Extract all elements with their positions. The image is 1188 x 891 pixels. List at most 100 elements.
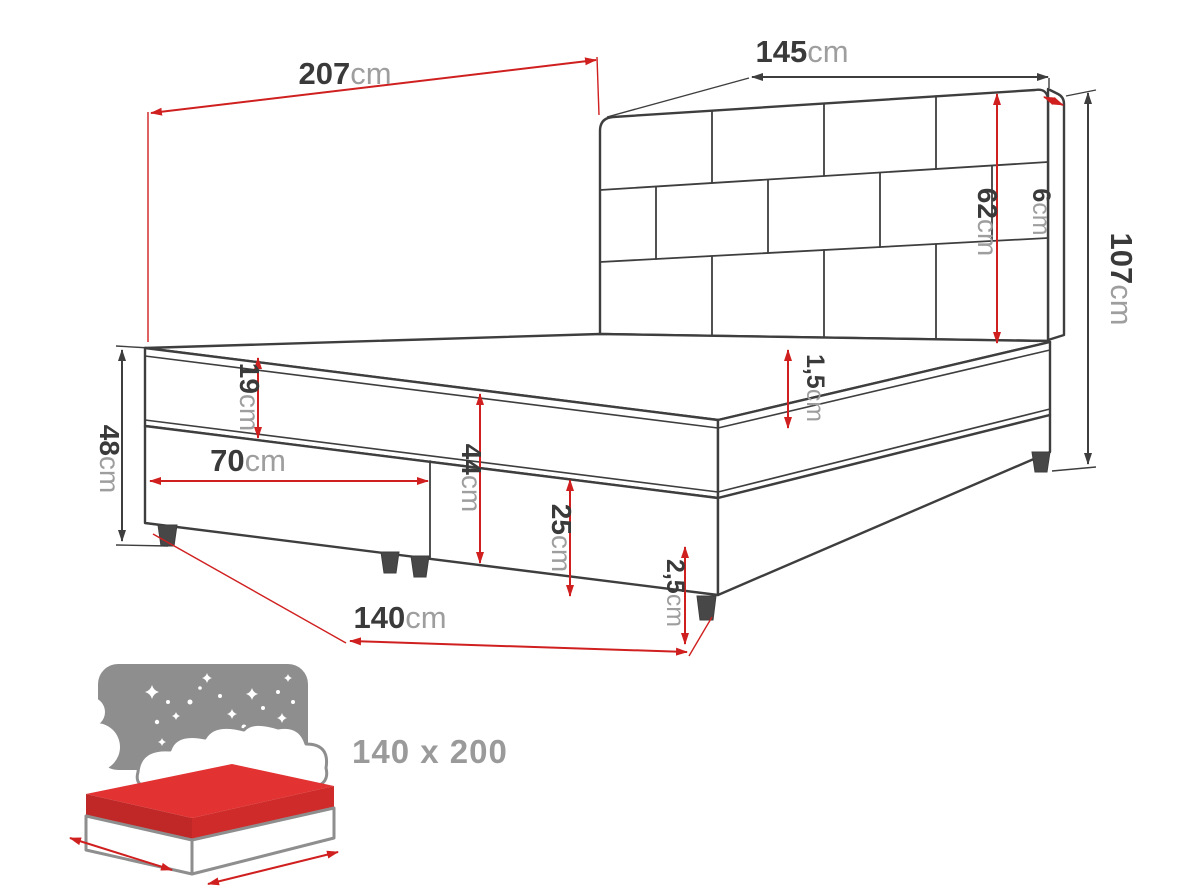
star-icon — [187, 699, 193, 705]
dim-207-line — [150, 57, 597, 116]
dim-unit: cm — [405, 600, 446, 635]
icon-mattress-top — [86, 764, 334, 818]
dim-140-extension — [152, 533, 347, 644]
dim-25-label: 25cm — [546, 504, 577, 572]
size-badge: 140 x 200 — [352, 733, 508, 770]
cloud-scallop — [72, 723, 120, 771]
star-icon — [261, 706, 265, 710]
dim-value: 62 — [972, 188, 1003, 219]
star-icon — [166, 700, 170, 704]
dim-48-label: 48cm — [94, 425, 125, 493]
dim-value: 140 — [353, 600, 405, 635]
dim-107-label: 107cm — [1104, 232, 1139, 325]
dim-unit: cm — [1027, 202, 1055, 235]
mattress-piping — [717, 349, 1051, 429]
star-icon — [246, 688, 258, 700]
star-icon — [158, 738, 166, 746]
star-icon — [276, 690, 280, 694]
cloud-scallop — [75, 697, 105, 727]
dim-70-label: 70cm — [210, 443, 286, 478]
icon-mattress-side — [192, 786, 334, 840]
dim-unit: cm — [801, 389, 829, 422]
star-icon — [172, 712, 180, 720]
dim-2-5: 2,5cm — [661, 546, 689, 645]
star-icon — [277, 713, 287, 723]
bed-leg — [410, 555, 430, 578]
dim-value: 1,5 — [801, 354, 829, 389]
mattress-piping — [144, 355, 719, 429]
dim-value: 19 — [234, 363, 265, 394]
icon-mattress-front — [86, 794, 192, 840]
star-icon — [145, 685, 159, 699]
dim-value: 48 — [94, 425, 125, 456]
dim-44: 44cm — [456, 393, 487, 564]
dim-145-extension — [606, 77, 750, 118]
star-icon — [154, 719, 160, 725]
star-icon — [227, 709, 237, 719]
dim-unit: cm — [661, 594, 689, 627]
dim-140-extension — [688, 616, 713, 657]
dim-107-extension — [1065, 89, 1097, 97]
bed-leg — [1031, 451, 1051, 473]
dim-unit: cm — [807, 34, 848, 69]
dim-107: 107cm — [1051, 89, 1139, 472]
star-icon — [202, 673, 212, 683]
dim-unit: cm — [94, 456, 125, 493]
dim-145-label: 145cm — [755, 34, 848, 69]
bed-base — [143, 413, 1052, 597]
dim-6-label: 6cm — [1027, 188, 1055, 235]
dim-207: 207cm — [147, 56, 600, 342]
dimensions: 207cm 145cm 107cm 62cm 6cm — [94, 34, 1139, 657]
dim-value: 145 — [755, 34, 807, 69]
star-icon — [198, 686, 202, 690]
dim-48-extension — [115, 544, 169, 547]
bed-leg — [380, 551, 400, 574]
dim-145: 145cm — [606, 34, 1050, 118]
dim-unit: cm — [972, 219, 1003, 256]
bed-legs — [157, 451, 1051, 621]
dim-unit: cm — [234, 394, 265, 431]
dim-value: 207 — [298, 56, 350, 91]
bed-leg — [696, 595, 717, 621]
dim-unit: cm — [456, 475, 487, 512]
dim-19-label: 19cm — [234, 363, 265, 431]
dim-62-label: 62cm — [972, 188, 1003, 256]
star-icon — [284, 674, 292, 682]
dim-48-extension — [115, 345, 151, 349]
dim-1-5: 1,5cm — [784, 349, 829, 429]
mattress-piping — [717, 408, 1051, 493]
dim-2-5-label: 2,5cm — [661, 559, 689, 627]
dim-unit: cm — [350, 56, 391, 91]
dim-unit: cm — [546, 535, 577, 572]
dim-62: 62cm — [972, 93, 1003, 344]
mattress-piping — [144, 419, 719, 493]
dim-6-line — [1043, 96, 1064, 106]
size-pictogram: 140 x 200 — [69, 664, 508, 886]
dim-value: 107 — [1104, 232, 1139, 284]
dim-140-label: 140cm — [353, 600, 446, 635]
dim-19: 19cm — [234, 357, 265, 439]
width-arrow-icon — [69, 837, 173, 871]
dim-25: 25cm — [546, 479, 577, 597]
star-icon — [291, 700, 295, 704]
bed-drawing — [143, 87, 1066, 621]
dim-unit: cm — [245, 443, 286, 478]
dim-value: 6 — [1027, 188, 1055, 202]
dim-140-line — [349, 637, 688, 656]
dim-6: 6cm — [1027, 96, 1064, 236]
dim-unit: cm — [1104, 284, 1139, 325]
dim-207-extension — [596, 56, 600, 116]
dim-140: 140cm — [152, 533, 713, 657]
dim-value: 44 — [456, 444, 487, 476]
dim-70: 70cm — [149, 443, 429, 485]
dim-value: 70 — [210, 443, 244, 478]
depth-arrow-icon — [207, 850, 339, 886]
star-icon — [218, 694, 222, 698]
dim-value: 2,5 — [661, 559, 689, 594]
dim-48: 48cm — [94, 345, 169, 547]
dim-value: 25 — [546, 504, 577, 535]
dim-107-extension — [1051, 466, 1097, 472]
dim-44-label: 44cm — [456, 444, 487, 512]
